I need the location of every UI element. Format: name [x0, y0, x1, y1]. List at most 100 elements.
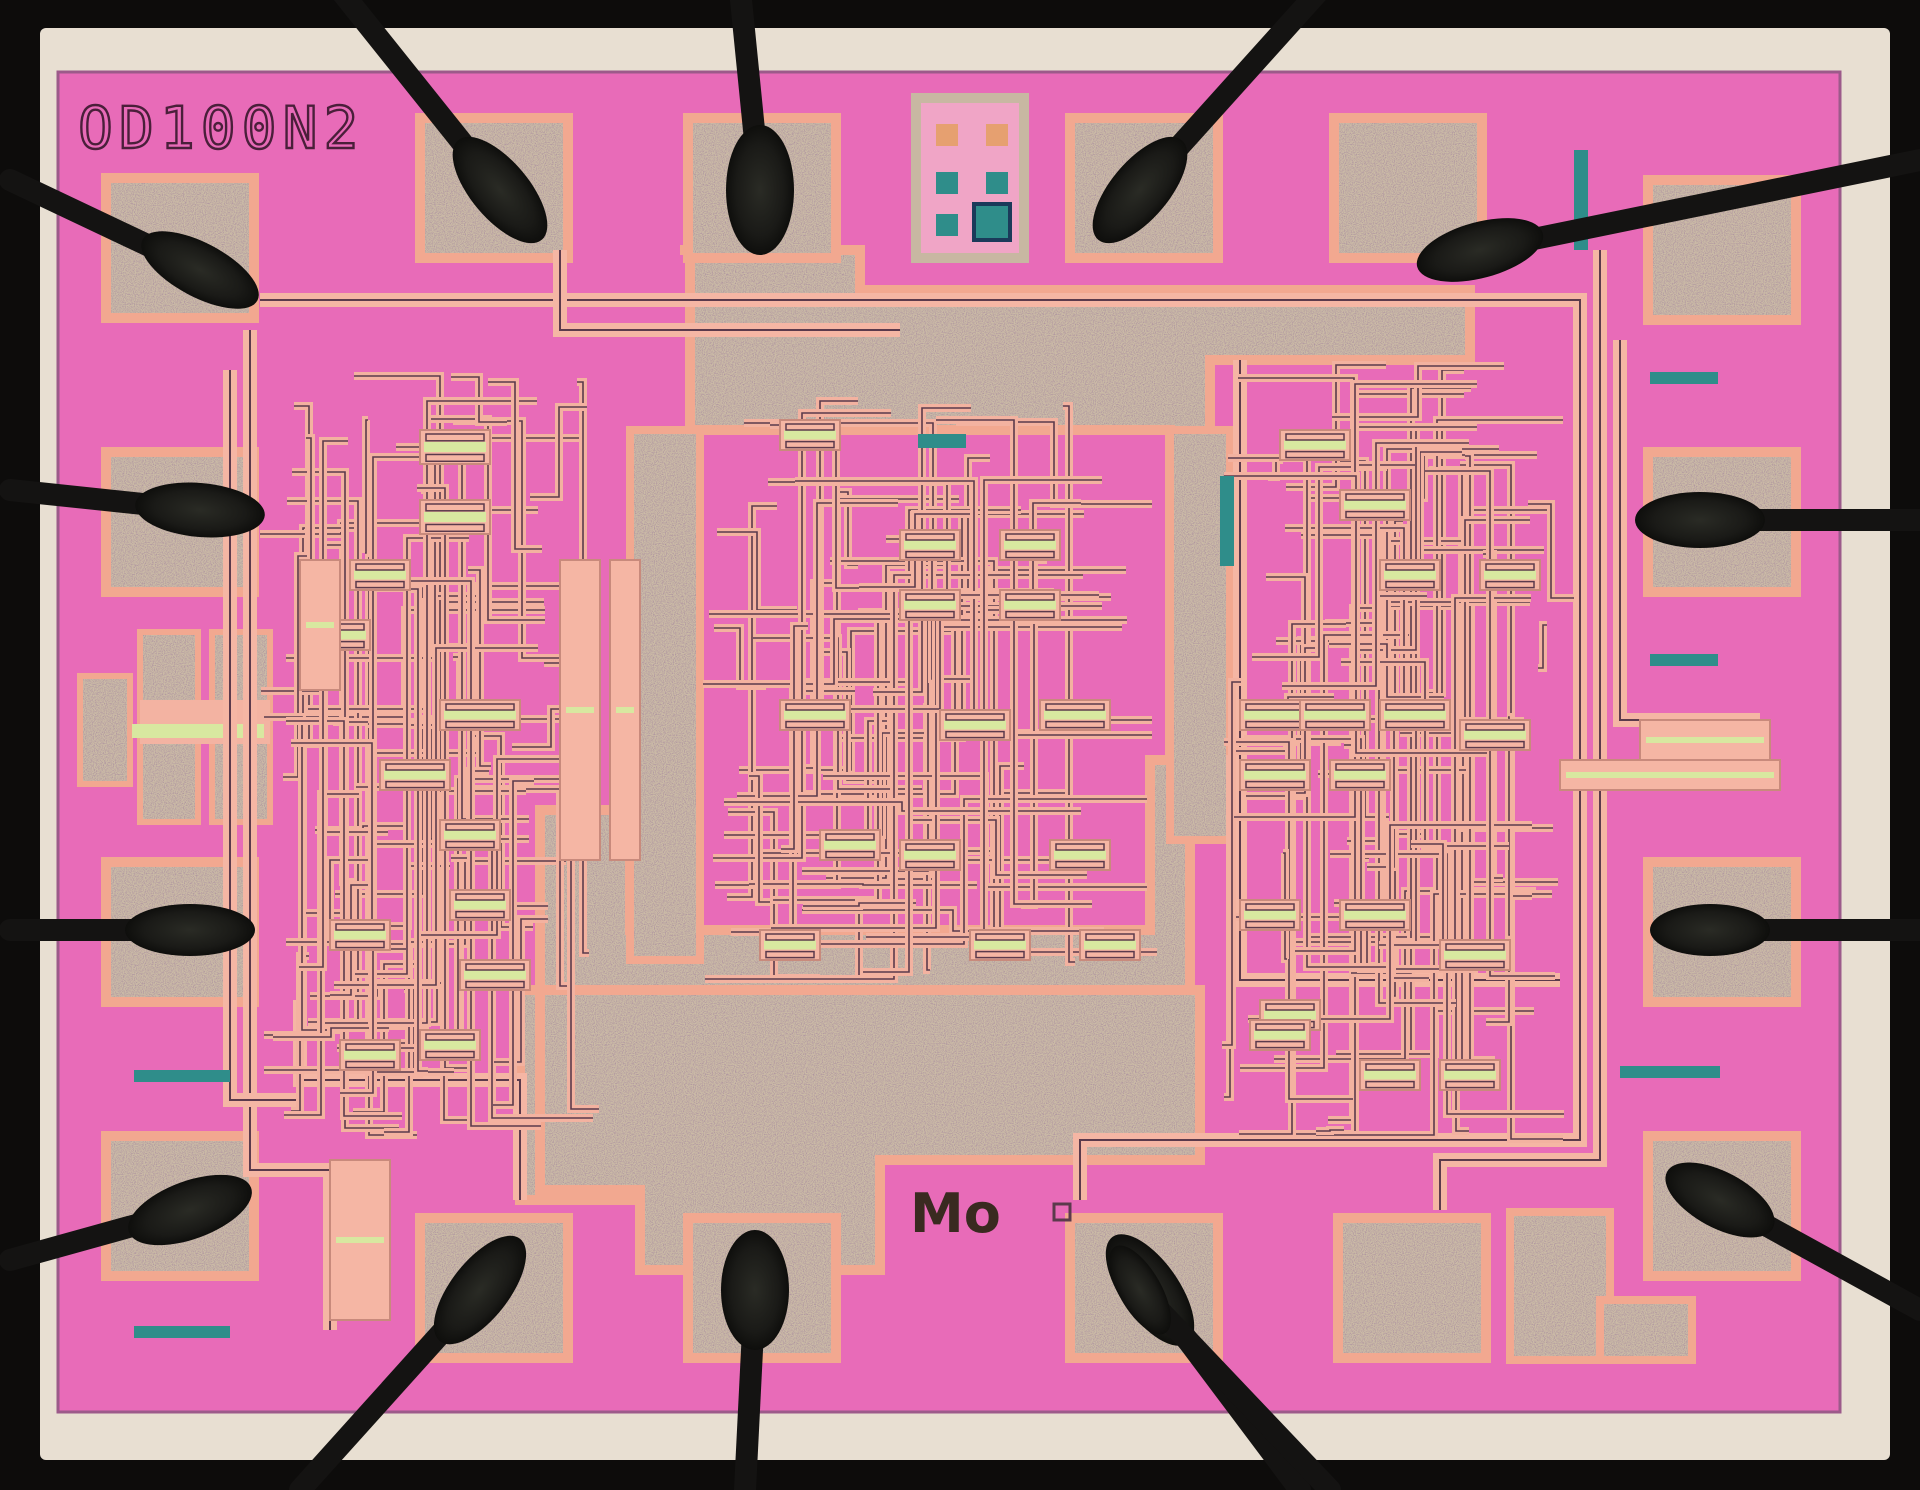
bond-wire: [289, 1235, 527, 1490]
trace: [286, 859, 375, 943]
trace: [1240, 634, 1409, 1069]
transistor: [1239, 899, 1301, 931]
trace: [1222, 681, 1241, 1046]
bond-wire: [1109, 1245, 1341, 1490]
transistor: [419, 429, 491, 465]
transistor: [439, 699, 521, 731]
bond-pads: [101, 93, 1801, 1364]
transistor: [449, 889, 511, 921]
bond-pad: [1333, 1213, 1491, 1363]
transistor: [999, 529, 1061, 561]
transistor: [899, 589, 961, 621]
bond-wire: [1650, 904, 1920, 956]
trace: [400, 580, 541, 1127]
transistor: [419, 1029, 481, 1061]
trace: [1224, 475, 1487, 754]
trace: [936, 419, 1092, 905]
trace: [229, 370, 300, 1101]
transistor: [939, 709, 1011, 741]
metal-plane: [515, 245, 1475, 1275]
left-device-block: [77, 629, 273, 825]
trace: [286, 720, 402, 1117]
trace: [493, 780, 534, 1106]
trace: [780, 798, 1147, 945]
trace: [488, 381, 542, 550]
transistor: [759, 929, 821, 961]
transistor: [779, 699, 851, 731]
bond-wire: [333, 0, 548, 244]
transistor: [349, 559, 411, 591]
bond-wire: [1635, 492, 1920, 548]
transistor: [1329, 759, 1391, 791]
trace: [705, 574, 1083, 980]
transistor: [1339, 489, 1411, 521]
bond-wire: [0, 479, 265, 538]
trace: [749, 883, 977, 886]
trace: [1332, 365, 1504, 418]
transistor: [1439, 1059, 1501, 1091]
trace: [283, 555, 312, 778]
transistor: [439, 819, 501, 851]
trace: [1310, 419, 1563, 938]
transistor: [1359, 1059, 1421, 1091]
trace: [544, 662, 599, 1110]
trace: [1316, 1129, 1344, 1132]
transistor: [379, 759, 451, 791]
bond-wire: [721, 1230, 789, 1490]
trace: [905, 819, 1087, 876]
bond-wire: [1665, 1162, 1920, 1321]
transistor: [1049, 839, 1111, 871]
corner-mark: Mo: [910, 1182, 1001, 1245]
bond-wire: [1092, 0, 1326, 244]
transistor: [1079, 929, 1141, 961]
trace: [737, 502, 898, 797]
trace: [334, 647, 538, 986]
part-marking: OD100N2: [78, 94, 364, 162]
bond-wire: [0, 1174, 252, 1271]
bond-pad: [1329, 113, 1487, 263]
trace: [299, 440, 348, 968]
transistor: [1339, 899, 1411, 931]
trace: [530, 406, 587, 498]
trace: [1528, 503, 1574, 599]
trace: [727, 505, 777, 898]
transistor: [1299, 699, 1371, 731]
trace: [724, 801, 1081, 812]
transistor: [779, 419, 841, 451]
trace: [1439, 250, 1601, 1210]
trace: [559, 250, 900, 331]
trace: [260, 299, 1581, 1200]
transistor: [1239, 759, 1311, 791]
bond-wire: [726, 0, 794, 255]
transistor: [419, 499, 491, 535]
trace: [866, 479, 1102, 938]
transistor: [1249, 1019, 1311, 1051]
bond-wire: [0, 904, 255, 956]
transistor: [1039, 699, 1111, 731]
trace: [1538, 624, 1547, 669]
trace: [468, 569, 491, 767]
trace: [1063, 405, 1075, 963]
trace: [1282, 442, 1469, 687]
trace: [408, 588, 428, 1072]
trace: [365, 419, 368, 554]
test-structure: [1506, 1208, 1614, 1364]
trace: [795, 480, 1152, 736]
trace: [749, 775, 770, 903]
transistor: [1239, 699, 1311, 731]
transistor: [339, 1039, 401, 1071]
transistor: [1379, 559, 1441, 591]
transistor: [819, 829, 881, 861]
trace: [803, 902, 916, 907]
bond-wire: [1416, 149, 1920, 282]
transistor: [1379, 699, 1451, 731]
trace: [273, 1027, 389, 1038]
transistor: [329, 919, 391, 951]
trace: [1400, 519, 1530, 734]
transistor: [1479, 559, 1541, 591]
bond-wire: [0, 169, 259, 309]
transistor: [999, 589, 1061, 621]
transistor: [899, 529, 961, 561]
